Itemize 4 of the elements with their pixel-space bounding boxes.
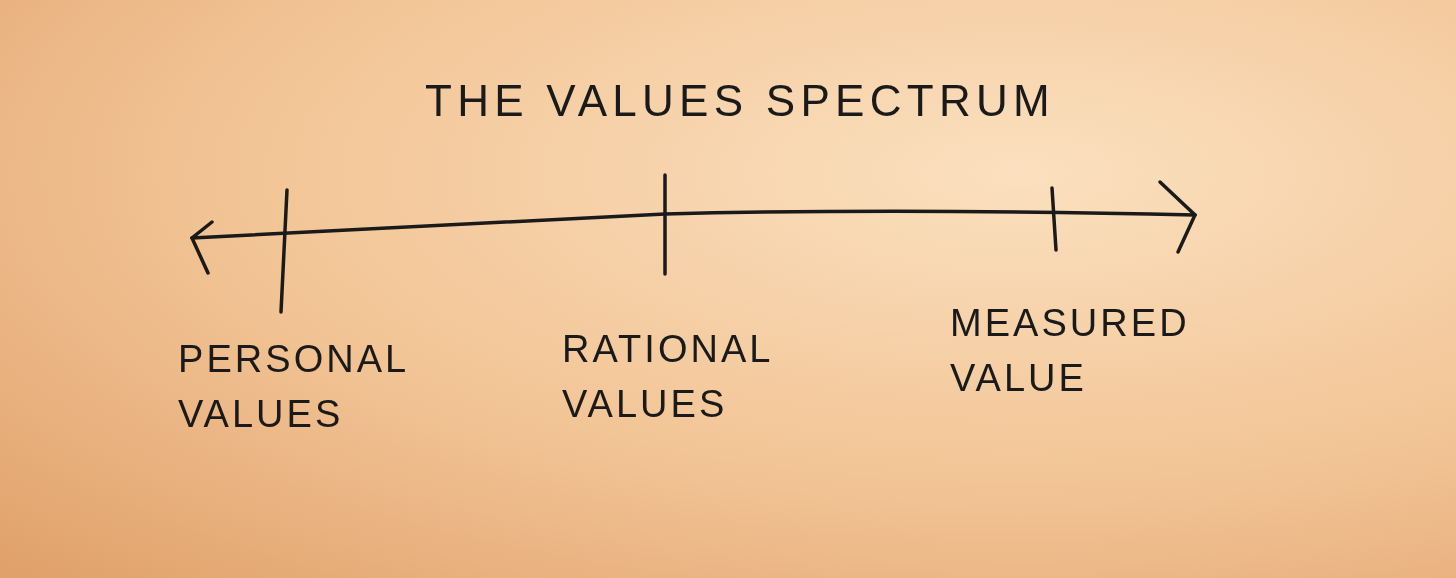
spectrum-point-label: MEASURED VALUE <box>950 301 1191 402</box>
spectrum-point-label: PERSONAL VALUES <box>178 337 409 438</box>
diagram-title: THE VALUES SPECTRUM <box>423 75 1056 127</box>
spectrum-point-label: RATIONAL VALUES <box>562 327 774 428</box>
